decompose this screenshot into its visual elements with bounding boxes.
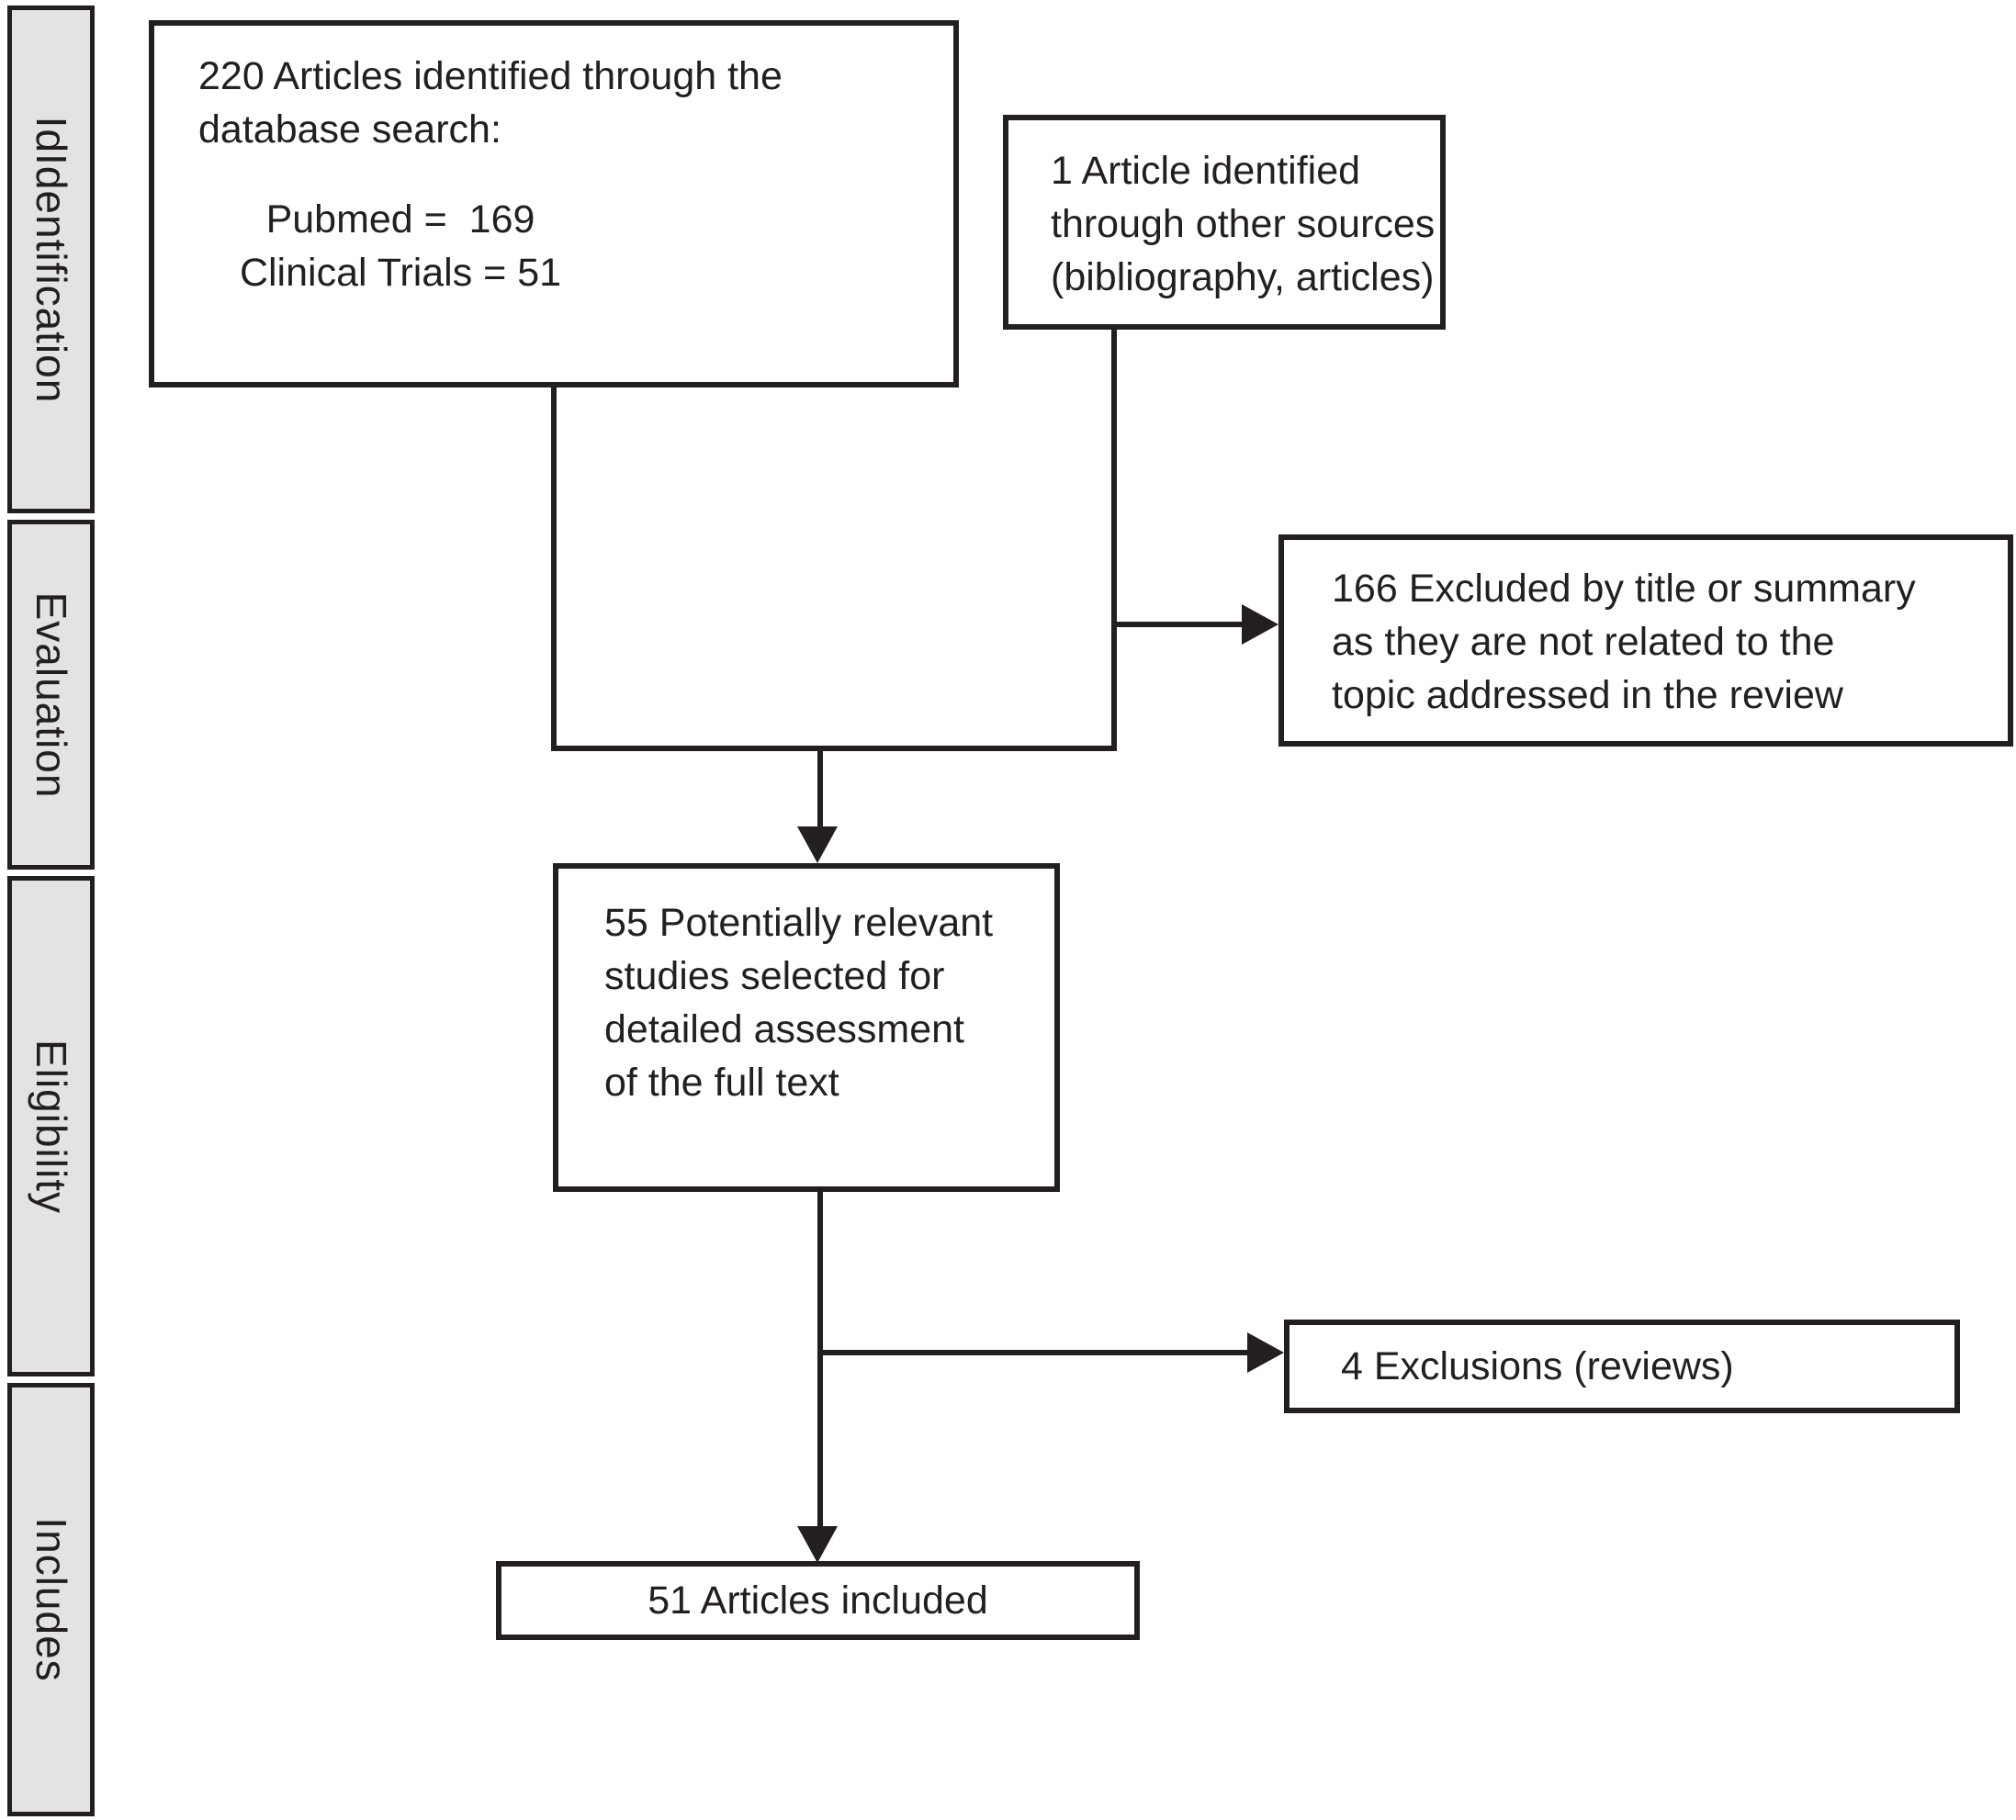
connector-other-sources-down (1111, 327, 1117, 751)
excluded-text-line3: topic addressed in the review (1332, 673, 1843, 717)
included-text: 51 Articles included (648, 1578, 988, 1623)
stage-label-identification: IdIdentification (27, 116, 75, 403)
other-sources-text-line1: 1 Article identified (1051, 149, 1361, 193)
box-excluded-by-title: 166 Excluded by title or summary as they… (1278, 534, 2013, 747)
box-potentially-relevant: 55 Potentially relevant studies selected… (553, 863, 1060, 1192)
exclusions-text: 4 Exclusions (reviews) (1341, 1344, 1734, 1388)
right-arrowhead-icon (1247, 1332, 1284, 1373)
connector-to-included (817, 1189, 823, 1529)
relevant-text-line2: studies selected for (604, 954, 945, 998)
database-search-text-line2: database search: (198, 107, 501, 152)
box-database-search: 220 Articles identified through the data… (149, 20, 959, 388)
connector-to-excluded (1115, 622, 1244, 627)
database-search-text-line1: 220 Articles identified through the (198, 54, 783, 98)
stage-label-includes: Includes (27, 1517, 75, 1682)
down-arrowhead-icon (797, 826, 838, 863)
right-arrowhead-icon (1242, 604, 1278, 645)
stage-label-eligibility: Eligibility (27, 1039, 75, 1214)
down-arrowhead-icon (797, 1526, 838, 1563)
connector-database-search-down (551, 386, 557, 751)
stage-panel-includes: Includes (7, 1383, 95, 1816)
connector-to-exclusions (820, 1350, 1249, 1355)
other-sources-text-line2: through other sources (1051, 202, 1436, 246)
connector-to-relevant (817, 748, 823, 829)
box-exclusions-reviews: 4 Exclusions (reviews) (1284, 1320, 1960, 1413)
stage-panel-identification: IdIdentification (7, 6, 95, 513)
other-sources-text-line3: (bibliography, articles) (1051, 255, 1435, 299)
stage-label-evaluation: Evaluation (27, 591, 75, 798)
relevant-text-line3: detailed assessment (604, 1007, 964, 1051)
stage-panel-eligibility: Eligibility (7, 876, 95, 1376)
database-search-counts: Pubmed = 169 Clinical Trials = 51 (198, 193, 603, 299)
relevant-text-line1: 55 Potentially relevant (604, 901, 994, 945)
excluded-text-line2: as they are not related to the (1332, 620, 1835, 664)
connector-merge-rail (551, 746, 1117, 751)
pubmed-count: Pubmed = 169 (265, 197, 535, 242)
relevant-text-line4: of the full text (604, 1061, 839, 1105)
box-articles-included: 51 Articles included (496, 1561, 1140, 1640)
box-other-sources: 1 Article identified through other sourc… (1003, 115, 1446, 330)
stage-panel-evaluation: Evaluation (7, 520, 95, 870)
excluded-text-line1: 166 Excluded by title or summary (1332, 567, 1916, 611)
clinical-trials-count: Clinical Trials = 51 (239, 251, 562, 295)
